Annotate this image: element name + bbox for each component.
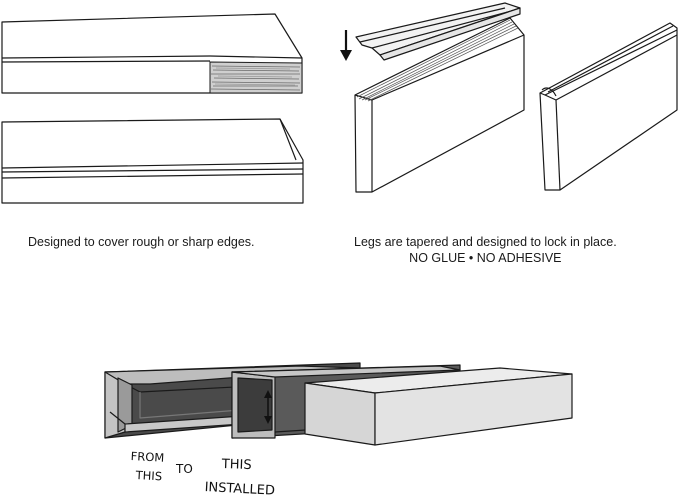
- label-this-1: THIS: [135, 470, 162, 483]
- capped-board: [2, 119, 303, 203]
- caption-cover-edges: Designed to cover rough or sharp edges.: [28, 234, 255, 250]
- rough-end-texture: [210, 62, 302, 93]
- label-to: TO: [176, 463, 193, 475]
- caption-tapered-legs-line1: Legs are tapered and designed to lock in…: [354, 235, 617, 249]
- label-installed: INSTALLED: [204, 481, 275, 498]
- bottom-comparison-illustration: [105, 363, 572, 445]
- label-this-2: THIS: [222, 458, 252, 472]
- label-from: FROM: [130, 451, 164, 464]
- caption-tapered-legs: Legs are tapered and designed to lock in…: [354, 234, 617, 266]
- down-arrow-icon: [340, 30, 352, 61]
- installed-cap-board: [540, 23, 677, 190]
- caption-no-glue: NO GLUE • NO ADHESIVE: [354, 250, 617, 266]
